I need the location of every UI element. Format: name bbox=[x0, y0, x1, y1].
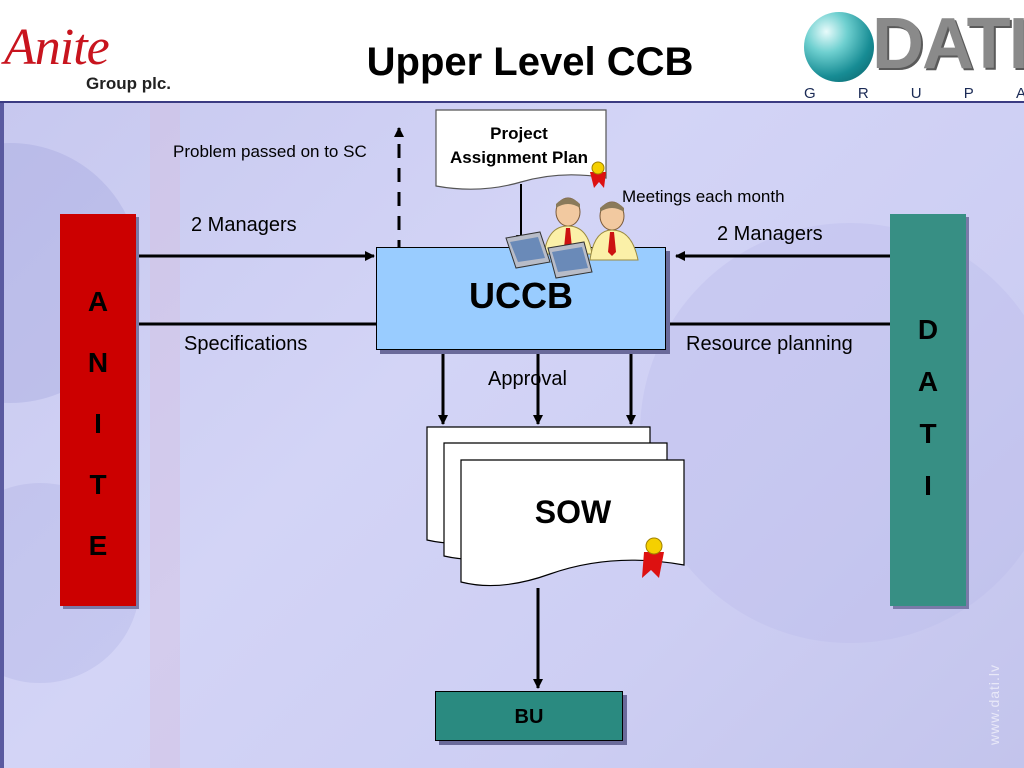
anite-panel-letters: A N I T E bbox=[60, 286, 136, 591]
dati-subtitle-letter: P bbox=[963, 85, 974, 102]
specifications-label: Specifications bbox=[184, 333, 308, 355]
anite-panel-letter: N bbox=[87, 347, 109, 378]
approval-label: Approval bbox=[488, 368, 567, 390]
dati-logo-word: DATI bbox=[872, 4, 1024, 84]
dati-subtitle-letter: R bbox=[857, 85, 869, 102]
project-assignment-plan-line1: Project bbox=[490, 124, 548, 143]
dati-panel-letter: I bbox=[924, 470, 932, 501]
watermark-container: www.dati.lv bbox=[986, 664, 1024, 761]
dati-managers-label: 2 Managers bbox=[717, 223, 823, 245]
watermark-text: www.dati.lv bbox=[986, 663, 1002, 745]
dati-logo-subtitle: G R U P A bbox=[804, 86, 1024, 102]
left-edge-strip bbox=[0, 103, 4, 768]
dati-panel-letter: T bbox=[919, 418, 937, 449]
anite-panel-letter: A bbox=[87, 286, 109, 317]
anite-panel-letter: I bbox=[94, 408, 102, 439]
dati-panel-letter: A bbox=[917, 366, 939, 397]
slide-header: Anite Group plc. Upper Level CCB DATI G … bbox=[0, 0, 1024, 102]
dati-globe-icon bbox=[804, 12, 874, 82]
anite-panel: A N I T E bbox=[60, 214, 136, 606]
project-assignment-plan-line2: Assignment Plan bbox=[450, 148, 588, 167]
sow-document-front bbox=[460, 459, 685, 587]
ribbon-seal-icon bbox=[590, 161, 606, 188]
dati-panel-letters: D A T I bbox=[890, 314, 966, 522]
meetings-label: Meetings each month bbox=[622, 187, 785, 206]
managers-meeting-icon bbox=[505, 197, 639, 279]
dati-subtitle-letter: U bbox=[910, 85, 922, 102]
anite-logo-word: Anite bbox=[4, 19, 110, 76]
ribbon-seal-icon bbox=[642, 537, 664, 578]
dati-subtitle-letter: G bbox=[804, 85, 816, 102]
anite-panel-letter: T bbox=[89, 469, 107, 500]
dati-panel: D A T I bbox=[890, 214, 966, 606]
resource-planning-label: Resource planning bbox=[686, 333, 853, 355]
slide-title: Upper Level CCB bbox=[366, 40, 694, 84]
bu-label: BU bbox=[514, 706, 544, 728]
dati-subtitle-letter: A bbox=[1015, 85, 1024, 102]
problem-passed-label: Problem passed on to SC bbox=[173, 142, 367, 161]
anite-managers-label: 2 Managers bbox=[191, 214, 297, 236]
background-decoration bbox=[150, 103, 180, 768]
dati-panel-letter: D bbox=[917, 314, 939, 345]
project-assignment-plan-label: Project Assignment Plan bbox=[436, 122, 602, 170]
anite-logo-subtitle: Group plc. bbox=[86, 74, 171, 93]
uccb-label: UCCB bbox=[469, 275, 573, 316]
anite-logo: Anite Group plc. bbox=[4, 20, 204, 100]
bu-box: BU bbox=[435, 691, 623, 741]
anite-panel-letter: E bbox=[88, 530, 108, 561]
dati-logo: DATI G R U P A bbox=[804, 4, 1024, 105]
sow-label: SOW bbox=[534, 494, 612, 530]
